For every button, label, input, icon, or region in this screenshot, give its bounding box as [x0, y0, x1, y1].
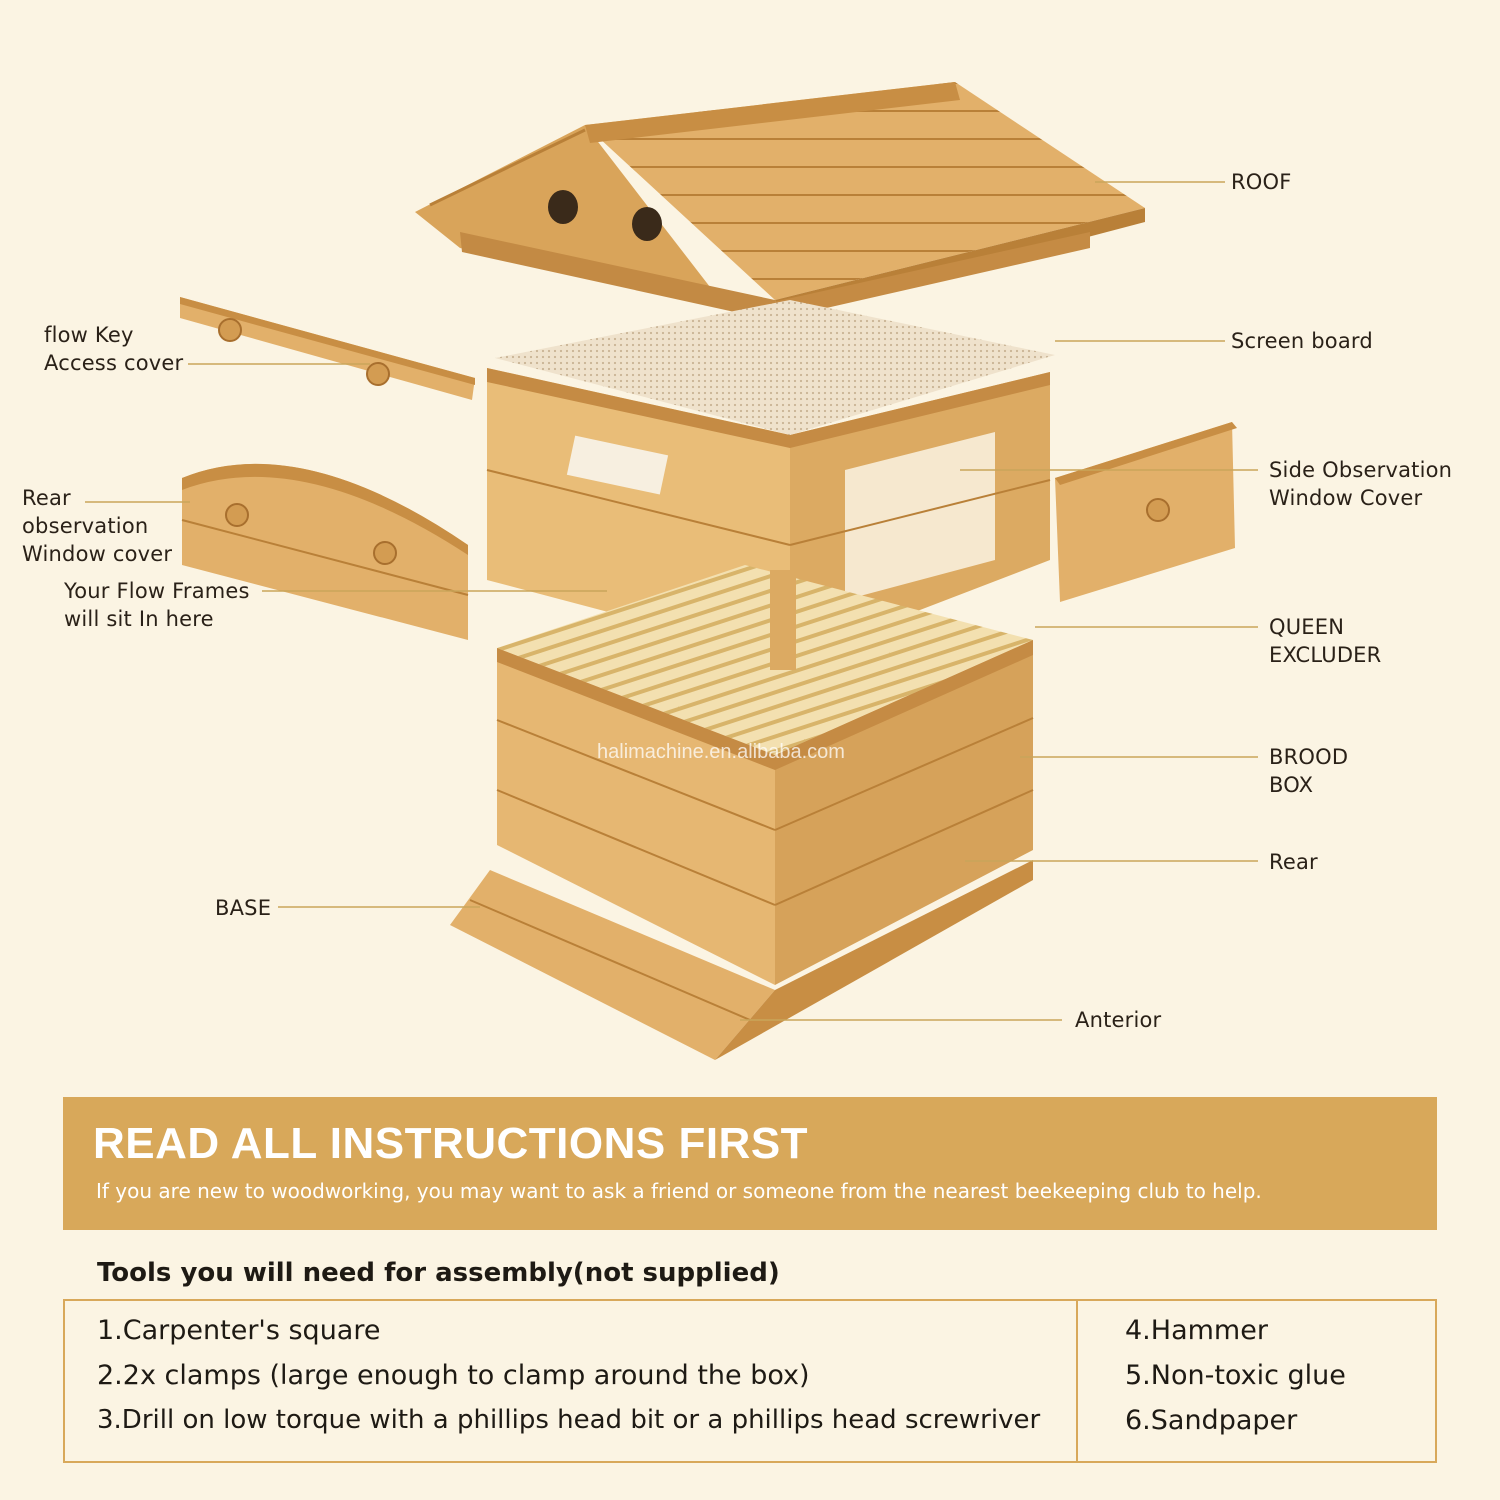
label-screen-board: Screen board	[1231, 329, 1373, 353]
tool-item: 4.Hammer	[1125, 1315, 1268, 1346]
label-anterior: Anterior	[1075, 1008, 1162, 1032]
rear-window-cover-part	[181, 463, 469, 640]
tools-heading: Tools you will need for assembly(not sup…	[97, 1258, 780, 1288]
label-rear: Rear	[1269, 850, 1318, 874]
hive-diagram: halimachine.en.alibaba.com ROOF Screen b…	[22, 82, 1453, 1060]
tool-item: 3.Drill on low torque with a phillips he…	[97, 1405, 1041, 1435]
tool-item: 5.Non-toxic glue	[1125, 1360, 1346, 1391]
label-brood-box: BROOD BOX	[1269, 745, 1349, 797]
super-box-part	[486, 300, 1055, 660]
leader-lines	[85, 181, 1258, 1021]
tools-divider	[1076, 1301, 1078, 1461]
label-queen-excluder: QUEEN EXCLUDER	[1269, 615, 1382, 667]
banner-title: READ ALL INSTRUCTIONS FIRST	[93, 1119, 809, 1168]
banner-subtitle: If you are new to woodworking, you may w…	[96, 1179, 1262, 1203]
tools-table: 1.Carpenter's square 2.2x clamps (large …	[63, 1299, 1437, 1463]
instructions-banner: READ ALL INSTRUCTIONS FIRST If you are n…	[63, 1097, 1437, 1230]
label-rear-window-cover: Rear observation Window cover	[22, 486, 173, 566]
tool-item: 2.2x clamps (large enough to clamp aroun…	[97, 1360, 810, 1391]
label-flow-key-cover: flow Key Access cover	[44, 323, 184, 375]
side-window-cover-part	[1055, 422, 1237, 602]
flow-key-cover-part	[180, 297, 475, 400]
tool-item: 6.Sandpaper	[1125, 1405, 1298, 1436]
watermark-text: halimachine.en.alibaba.com	[597, 741, 845, 763]
roof-part	[415, 82, 1145, 322]
tool-item: 1.Carpenter's square	[97, 1315, 381, 1346]
brood-box-part	[496, 565, 1034, 985]
label-side-window-cover: Side Observation Window Cover	[1269, 458, 1453, 510]
base-part	[450, 860, 1033, 1060]
label-roof: ROOF	[1231, 170, 1292, 194]
label-base: BASE	[215, 896, 272, 920]
label-flow-frames: Your Flow Frames will sit In here	[64, 579, 250, 631]
hive-illustration: halimachine.en.alibaba.com	[85, 82, 1258, 1060]
